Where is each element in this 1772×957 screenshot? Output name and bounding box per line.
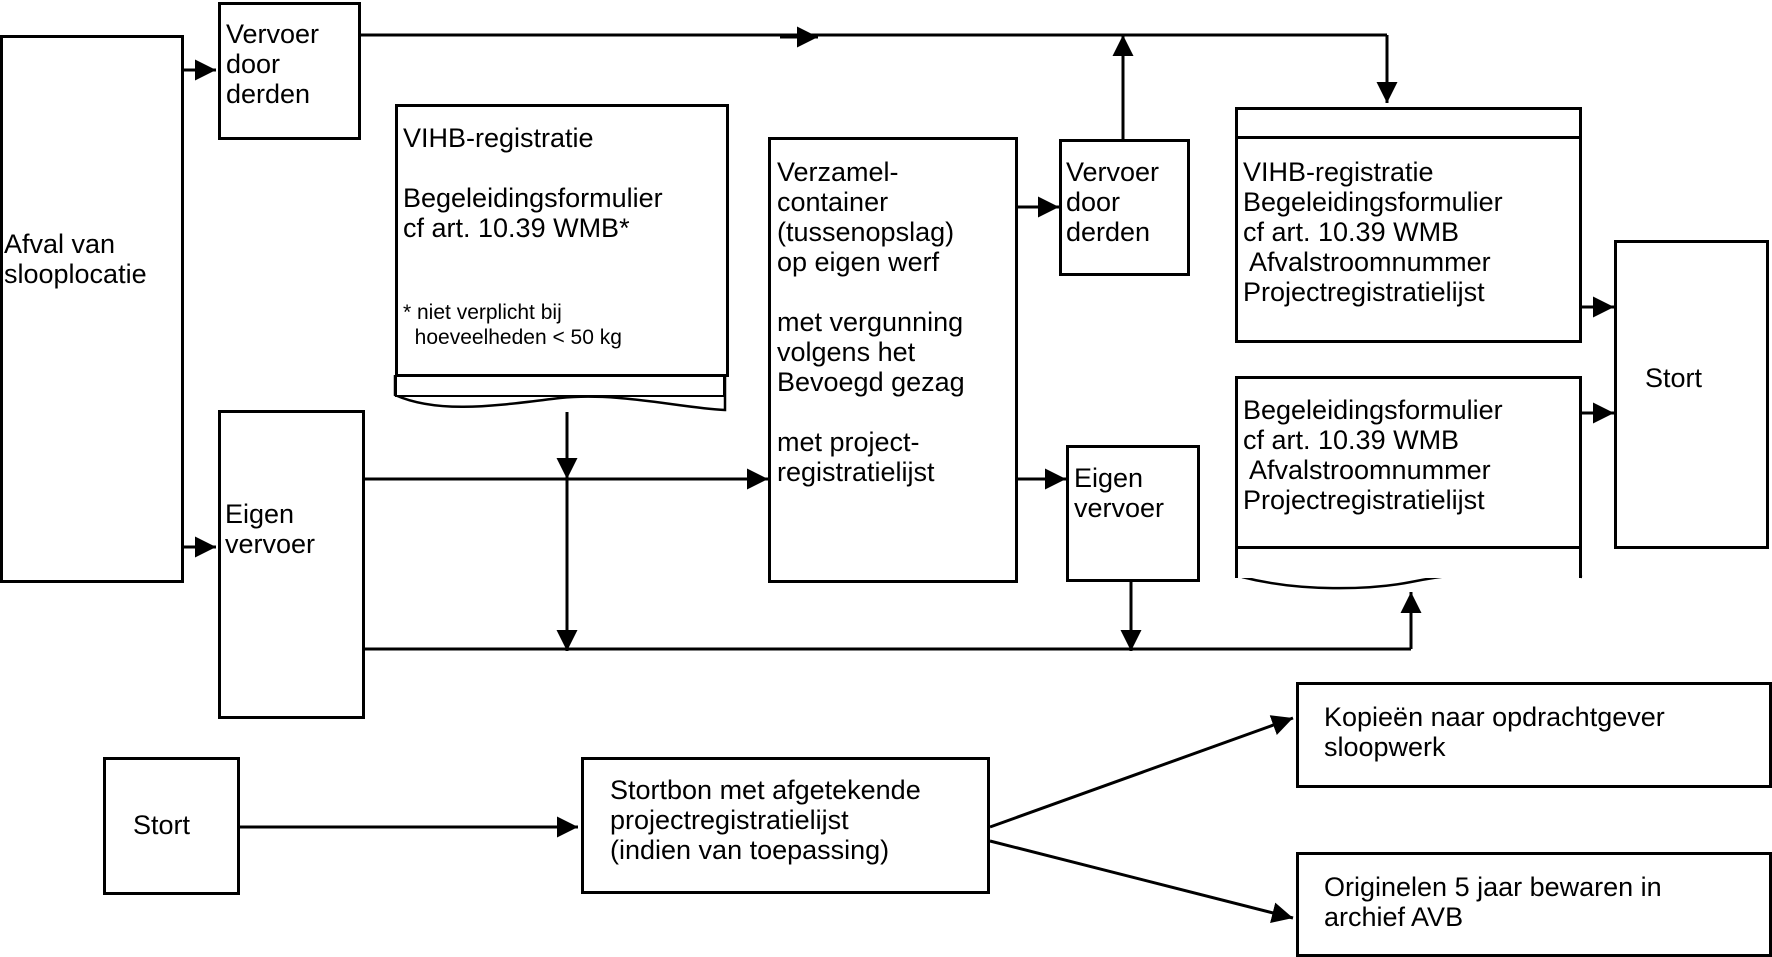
kopieen-label: Kopieën naar opdrachtgever sloopwerk (1324, 702, 1665, 762)
verzamelcontainer-box (768, 137, 1018, 583)
verzamelcontainer-label: Verzamel- container (tussenopslag) op ei… (777, 157, 965, 487)
doc-top-box (1235, 107, 1582, 343)
doc-bottom-footer-line (1235, 546, 1582, 549)
eigen-vervoer-label-1: Eigen vervoer (225, 499, 316, 559)
vihb-doc-label: VIHB-registratie Begeleidingsformulier c… (403, 123, 663, 243)
stort-box-right (1614, 240, 1769, 549)
stort-box-bottom (103, 757, 240, 895)
stortbon-box (581, 757, 990, 894)
kopieen-box (1296, 682, 1772, 788)
doc-top-header-line (1235, 136, 1582, 139)
stort-label-right: Stort (1645, 363, 1703, 393)
vervoer-derden-box-1 (218, 2, 361, 140)
stortbon-label: Stortbon met afgetekende projectregistra… (610, 775, 921, 865)
vervoer-derden-label-1: Vervoer door derden (226, 19, 320, 109)
doc-bottom-label: Begeleidingsformulier cf art. 10.39 WMB … (1243, 395, 1503, 515)
stort-label-bottom: Stort (133, 810, 191, 840)
doc-bottom-box (1235, 376, 1582, 578)
vihb-doc-front (395, 104, 729, 377)
doc-top-label: VIHB-registratie Begeleidingsformulier c… (1243, 157, 1503, 307)
afval-label: Afval van slooplocatie (4, 229, 147, 289)
originelen-label: Originelen 5 jaar bewaren in archief AVB (1324, 872, 1662, 932)
eigen-vervoer-label-2: Eigen vervoer (1074, 463, 1165, 523)
eigen-vervoer-box-1 (218, 410, 365, 719)
vihb-doc-footnote: * niet verplicht bij hoeveelheden < 50 k… (403, 301, 622, 349)
originelen-box (1296, 852, 1772, 957)
afval-box (0, 35, 184, 583)
eigen-vervoer-box-2 (1066, 445, 1200, 582)
vervoer-derden-label-2: Vervoer door derden (1066, 157, 1160, 247)
arrow-stortbon-to-kopieen (989, 715, 1294, 829)
vervoer-derden-box-2 (1059, 139, 1190, 276)
arrow-stortbon-to-originelen (989, 839, 1294, 924)
